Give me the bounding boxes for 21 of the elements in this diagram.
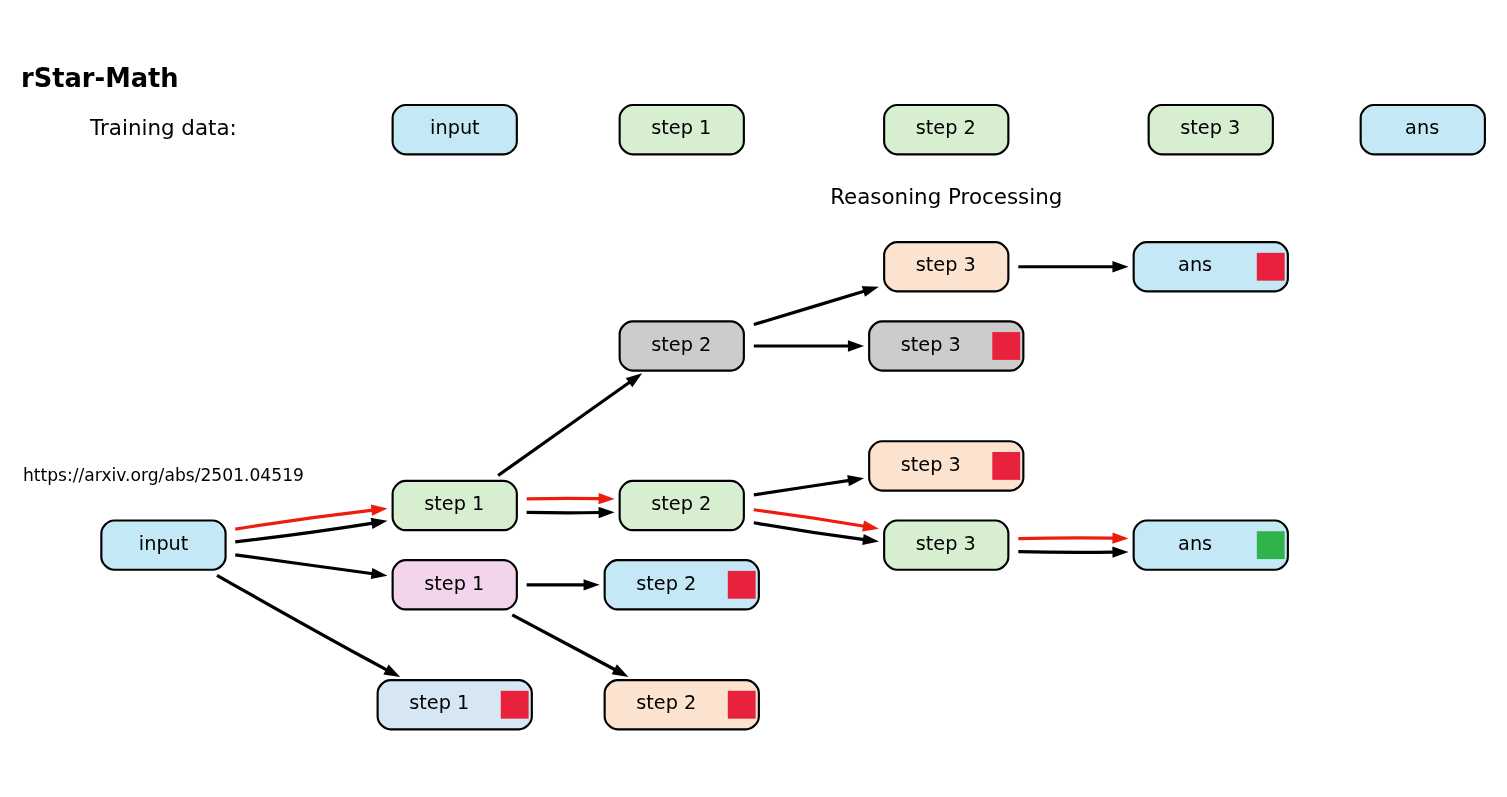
diagram-title: rStar-Math: [21, 62, 179, 93]
arrow: [511, 613, 629, 677]
arrow: [526, 578, 600, 590]
arrow: [753, 339, 865, 352]
label: Training data:: [90, 114, 237, 140]
arrow: [1018, 260, 1129, 272]
label: Reasoning Processing: [830, 183, 1063, 209]
arrow: [526, 506, 615, 518]
arrow: [753, 507, 879, 532]
arrow: [1018, 532, 1129, 544]
label: https://arxiv.org/abs/2501.04519: [22, 464, 304, 485]
arrow: [497, 372, 643, 477]
arrow: [753, 474, 864, 496]
arrow: [526, 492, 615, 504]
arrow: [753, 285, 879, 326]
arrow: [235, 517, 388, 543]
arrow: [216, 573, 401, 677]
arrow: [1018, 546, 1129, 558]
arrow: [235, 552, 388, 579]
arrow: [235, 504, 388, 531]
arrow: [753, 520, 879, 545]
